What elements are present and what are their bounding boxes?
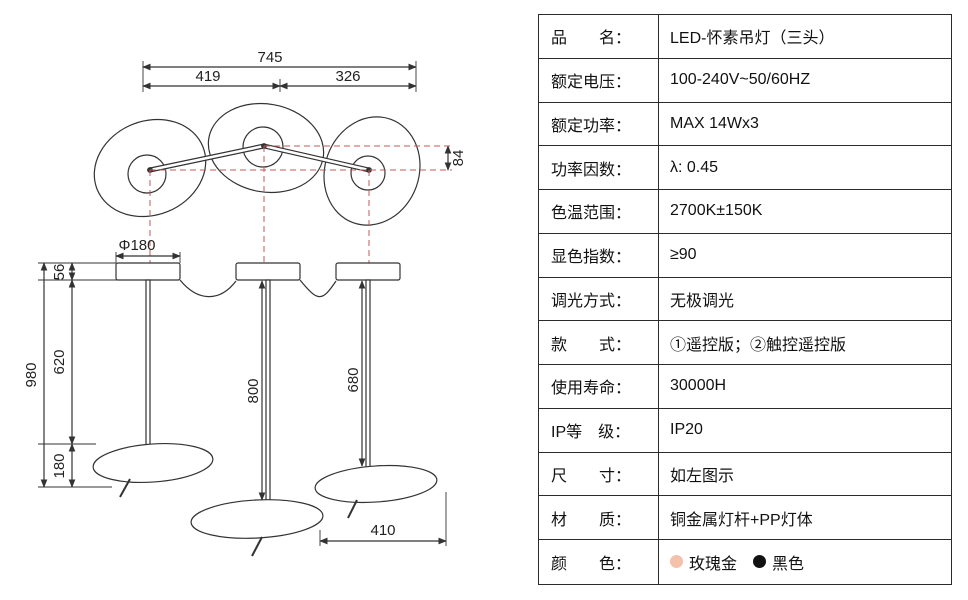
- spec-row-cri: 显色指数： ≥90: [539, 233, 951, 278]
- spec-label: 功率因数：: [539, 146, 659, 189]
- spec-value: 2700K±150K: [670, 202, 763, 220]
- color-option-rose-gold: 玫瑰金: [670, 550, 737, 574]
- color-option-black: 黑色: [753, 550, 804, 574]
- dim-180-label: 180: [51, 453, 68, 478]
- spec-label: 额定电压：: [539, 58, 659, 102]
- spec-value: 如左图示: [670, 467, 735, 485]
- dim-800-label: 800: [245, 378, 262, 403]
- spec-label: 尺 寸：: [539, 452, 659, 496]
- spec-row-lifespan: 使用寿命： 30000H: [539, 365, 951, 409]
- dim-56-label: 56: [51, 264, 68, 281]
- dim-620-label: 620: [51, 349, 68, 374]
- spec-row-color: 颜 色： 玫瑰金 黑色: [539, 540, 951, 584]
- spec-label: 颜 色：: [539, 540, 659, 584]
- dim-phi180-label: Φ180: [119, 237, 156, 254]
- spec-row-dimming: 调光方式： 无极调光: [539, 277, 951, 322]
- construction-lines: [149, 145, 452, 279]
- spec-value: 铜金属灯杆+PP灯体: [670, 511, 813, 529]
- spec-row-ip-rating: IP等 级： IP20: [539, 408, 951, 453]
- dim-745-label: 745: [257, 49, 282, 66]
- spec-label: 调光方式：: [539, 277, 659, 321]
- spec-label: IP等 级：: [539, 408, 659, 452]
- black-swatch: [753, 555, 767, 569]
- spec-value: 100-240V~50/60HZ: [670, 71, 811, 89]
- spec-row-rated-voltage: 额定电压： 100-240V~50/60HZ: [539, 58, 951, 103]
- spec-value: MAX 14Wx3: [670, 114, 759, 132]
- spec-row-material: 材 质： 铜金属灯杆+PP灯体: [539, 496, 951, 540]
- spec-value: ①遥控版；②触控遥控版: [670, 336, 847, 354]
- spec-value: LED-怀素吊灯（三头）: [670, 30, 835, 48]
- dim-419-label: 419: [195, 68, 220, 85]
- spec-row-power-factor: 功率因数： λ: 0.45: [539, 146, 951, 190]
- drawing-linework: [38, 61, 452, 557]
- spec-label: 显色指数：: [539, 233, 659, 277]
- spec-table: 品 名： LED-怀素吊灯（三头） 额定电压： 100-240V~50/60HZ…: [538, 14, 952, 585]
- color-option-label: 黑色: [772, 555, 805, 573]
- side-view: [38, 252, 447, 557]
- dim-84-label: 84: [450, 150, 467, 167]
- spec-value: 30000H: [670, 377, 727, 395]
- dim-680-label: 680: [345, 367, 362, 392]
- color-option-label: 玫瑰金: [689, 555, 738, 573]
- spec-label: 款 式：: [539, 321, 659, 364]
- spec-row-style: 款 式： ①遥控版；②触控遥控版: [539, 321, 951, 365]
- dimension-drawing: 745 419 326 84 Φ180 56 620 180 980 800 6…: [23, 49, 467, 557]
- spec-value: ≥90: [670, 246, 697, 264]
- rose-gold-swatch: [670, 555, 683, 569]
- spec-row-rated-power: 额定功率： MAX 14Wx3: [539, 102, 951, 147]
- spec-row-product-name: 品 名： LED-怀素吊灯（三头）: [539, 15, 951, 59]
- spec-label: 额定功率：: [539, 102, 659, 146]
- spec-label: 色温范围：: [539, 190, 659, 233]
- spec-label: 使用寿命：: [539, 365, 659, 408]
- dimension-labels: 745 419 326 84 Φ180 56 620 180 980 800 6…: [23, 49, 467, 539]
- spec-label: 材 质：: [539, 496, 659, 539]
- spec-value: 无极调光: [670, 292, 735, 310]
- spec-row-size: 尺 寸： 如左图示: [539, 452, 951, 497]
- spec-value-colors: 玫瑰金 黑色: [659, 540, 951, 584]
- spec-row-color-temperature: 色温范围： 2700K±150K: [539, 190, 951, 234]
- dim-980-label: 980: [23, 362, 40, 387]
- spec-value: λ: 0.45: [670, 158, 719, 176]
- spec-label: 品 名：: [539, 15, 659, 58]
- dim-410-label: 410: [370, 522, 395, 539]
- top-view: [93, 61, 452, 226]
- spec-value: IP20: [670, 421, 703, 439]
- dim-326-label: 326: [335, 68, 360, 85]
